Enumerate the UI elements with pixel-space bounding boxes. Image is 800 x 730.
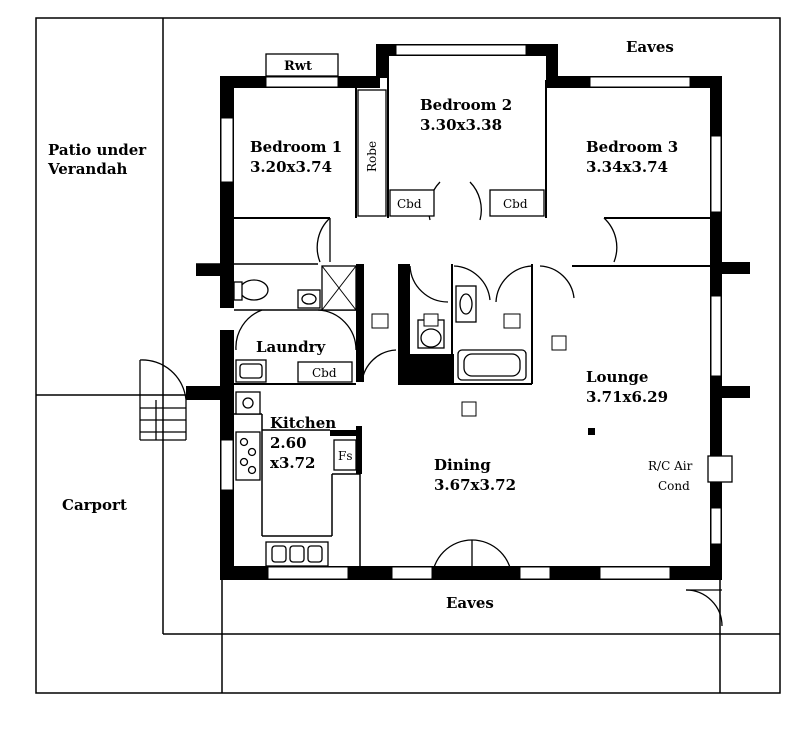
kitchen-size1: 2.60: [270, 434, 307, 452]
aircon-label-line2: Cond: [658, 479, 690, 493]
internal-walls: [196, 56, 710, 566]
bedroom1-size: 3.20x3.74: [250, 158, 332, 176]
lounge-size: 3.71x6.29: [586, 388, 668, 406]
laundry-label: Laundry: [256, 338, 326, 356]
aircon-label-line1: R/C Air: [648, 459, 693, 473]
kitchen-size2: x3.72: [270, 454, 315, 472]
bedroom2-name: Bedroom 2: [420, 96, 512, 114]
patio-label-line2: Verandah: [47, 160, 128, 178]
kitchen-name: Kitchen: [270, 414, 336, 432]
cbd-label-laundry: Cbd: [312, 366, 337, 380]
bedroom3-name: Bedroom 3: [586, 138, 678, 156]
site-outline: [35, 17, 781, 694]
windows: [220, 44, 722, 580]
dining-name: Dining: [434, 456, 491, 474]
carport-label: Carport: [62, 496, 127, 514]
patio-label-line1: Patio under: [48, 141, 147, 159]
bedroom2-size: 3.30x3.38: [420, 116, 502, 134]
cbd-label-bed2: Cbd: [397, 197, 422, 211]
robe-label: Robe: [365, 141, 379, 172]
eaves-bottom-label: Eaves: [446, 594, 494, 612]
dining-size: 3.67x3.72: [434, 476, 516, 494]
fixtures: [233, 53, 733, 567]
bedroom1-name: Bedroom 1: [250, 138, 342, 156]
cbd-label-bed3: Cbd: [503, 197, 528, 211]
eaves-top-label: Eaves: [626, 38, 674, 56]
bedroom3-size: 3.34x3.74: [586, 158, 668, 176]
rwt-label: Rwt: [284, 59, 312, 74]
lounge-name: Lounge: [586, 368, 648, 386]
labels: Patio under Verandah Carport Eaves Eaves…: [47, 38, 693, 612]
ceiling-vents: [371, 313, 567, 417]
fs-label: Fs: [338, 449, 352, 463]
